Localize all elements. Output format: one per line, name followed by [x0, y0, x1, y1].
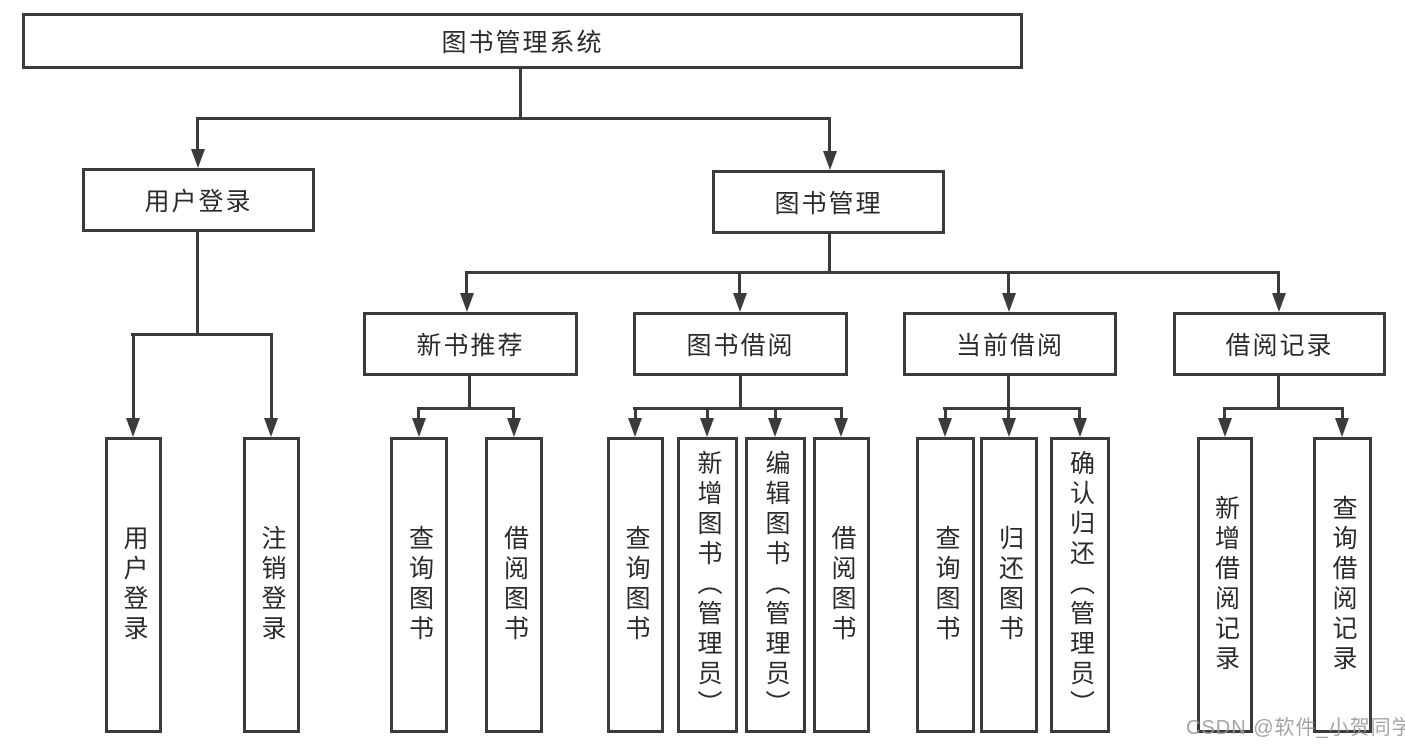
leaf-borrow-borrow-books-label: 借阅图书 [828, 525, 856, 645]
leaf-recommend-borrow-books: 借阅图书 [485, 437, 543, 733]
node-borrow-records: 借阅记录 [1173, 312, 1386, 376]
arrowhead-down-icon [460, 293, 474, 312]
node-new-book-recommend-label: 新书推荐 [416, 332, 525, 360]
leaf-borrow-query-books-label: 查询图书 [622, 525, 650, 645]
leaf-borrow-query-books: 查询图书 [607, 437, 664, 733]
edge-line [1341, 407, 1344, 422]
node-borrow-records-label: 借阅记录 [1225, 332, 1334, 360]
edge-line [468, 373, 471, 409]
node-current-borrow: 当前借阅 [903, 312, 1117, 376]
leaf-logout: 注销登录 [243, 437, 300, 733]
edge-line [417, 407, 420, 422]
edge-line [944, 407, 947, 422]
node-root: 图书管理系统 [22, 13, 1023, 69]
arrowhead-down-icon [1073, 418, 1087, 437]
arrowhead-down-icon [412, 418, 426, 437]
leaf-user-login: 用户登录 [105, 437, 162, 733]
edge-line [828, 117, 831, 156]
edge-line [706, 407, 709, 422]
edge-line [774, 407, 777, 422]
edge-line [519, 66, 522, 120]
csdn-watermark: CSDN @软件_小贺同学 [1186, 717, 1405, 739]
edge-line [1223, 407, 1343, 410]
leaf-records-query-record: 查询借阅记录 [1313, 437, 1372, 733]
node-user-login: 用户登录 [82, 168, 315, 232]
arrowhead-down-icon [1002, 293, 1016, 312]
edge-line [196, 229, 199, 335]
edge-line [1007, 271, 1010, 298]
arrowhead-down-icon [938, 418, 952, 437]
leaf-borrow-borrow-books: 借阅图书 [813, 437, 870, 733]
leaf-current-query-books-label: 查询图书 [932, 525, 960, 645]
edge-line [1078, 407, 1081, 422]
arrowhead-down-icon [191, 149, 205, 168]
leaf-recommend-borrow-books-label: 借阅图书 [500, 525, 529, 645]
edge-line [634, 407, 637, 422]
leaf-user-login-label: 用户登录 [120, 525, 148, 645]
arrowhead-down-icon [1272, 293, 1286, 312]
arrowhead-down-icon [628, 418, 642, 437]
node-user-login-label: 用户登录 [144, 188, 253, 216]
leaf-current-return-books-label: 归还图书 [995, 525, 1024, 645]
leaf-borrow-edit-books-admin: 编辑图书（管理员） [745, 437, 806, 733]
node-book-borrow: 图书借阅 [633, 312, 848, 376]
leaf-records-add-record: 新增借阅记录 [1197, 437, 1253, 733]
arrowhead-down-icon [733, 293, 747, 312]
leaf-current-confirm-return-admin-label: 确认归还（管理员） [1066, 450, 1095, 720]
arrowhead-down-icon [834, 418, 848, 437]
edge-line [1277, 373, 1280, 409]
edge-line [1007, 373, 1010, 421]
node-new-book-recommend: 新书推荐 [363, 312, 578, 376]
arrowhead-down-icon [126, 418, 140, 437]
arrowhead-down-icon [264, 418, 278, 437]
node-current-borrow-label: 当前借阅 [955, 332, 1064, 360]
edge-line [633, 407, 842, 410]
leaf-recommend-query-books: 查询图书 [390, 437, 448, 733]
leaf-records-query-record-label: 查询借阅记录 [1329, 495, 1357, 675]
leaf-current-query-books: 查询图书 [916, 437, 975, 733]
edge-line [196, 117, 831, 120]
leaf-current-return-books: 归还图书 [980, 437, 1038, 733]
leaf-recommend-query-books-label: 查询图书 [405, 525, 434, 645]
edge-line [1277, 271, 1280, 298]
node-book-borrow-label: 图书借阅 [686, 332, 795, 360]
edge-line [738, 271, 741, 298]
edge-line [512, 407, 515, 422]
edge-line [840, 407, 843, 422]
leaf-borrow-add-books-admin-label: 新增图书（管理员） [694, 450, 722, 720]
arrowhead-down-icon [700, 418, 714, 437]
arrowhead-down-icon [1002, 418, 1016, 437]
arrowhead-down-icon [507, 418, 521, 437]
edge-line [417, 407, 515, 410]
leaf-records-add-record-label: 新增借阅记录 [1211, 495, 1240, 675]
node-book-management-label: 图书管理 [774, 190, 883, 218]
node-book-management: 图书管理 [712, 170, 945, 234]
edge-line [943, 407, 1081, 410]
edge-line [739, 373, 742, 409]
arrowhead-down-icon [768, 418, 782, 437]
leaf-borrow-edit-books-admin-label: 编辑图书（管理员） [762, 450, 790, 720]
node-root-label: 图书管理系统 [441, 29, 604, 57]
arrowhead-down-icon [1218, 418, 1232, 437]
edge-line [465, 271, 468, 298]
leaf-logout-label: 注销登录 [258, 525, 286, 645]
leaf-current-confirm-return-admin: 确认归还（管理员） [1050, 437, 1110, 733]
edge-line [196, 117, 199, 154]
edge-line [828, 231, 831, 274]
edge-line [1223, 407, 1226, 422]
arrowhead-down-icon [1335, 418, 1349, 437]
leaf-borrow-add-books-admin: 新增图书（管理员） [677, 437, 738, 733]
edge-line [270, 333, 273, 421]
arrowhead-down-icon [823, 151, 837, 170]
edge-line [465, 271, 1280, 274]
edge-line [132, 333, 135, 421]
edge-line [131, 333, 273, 336]
